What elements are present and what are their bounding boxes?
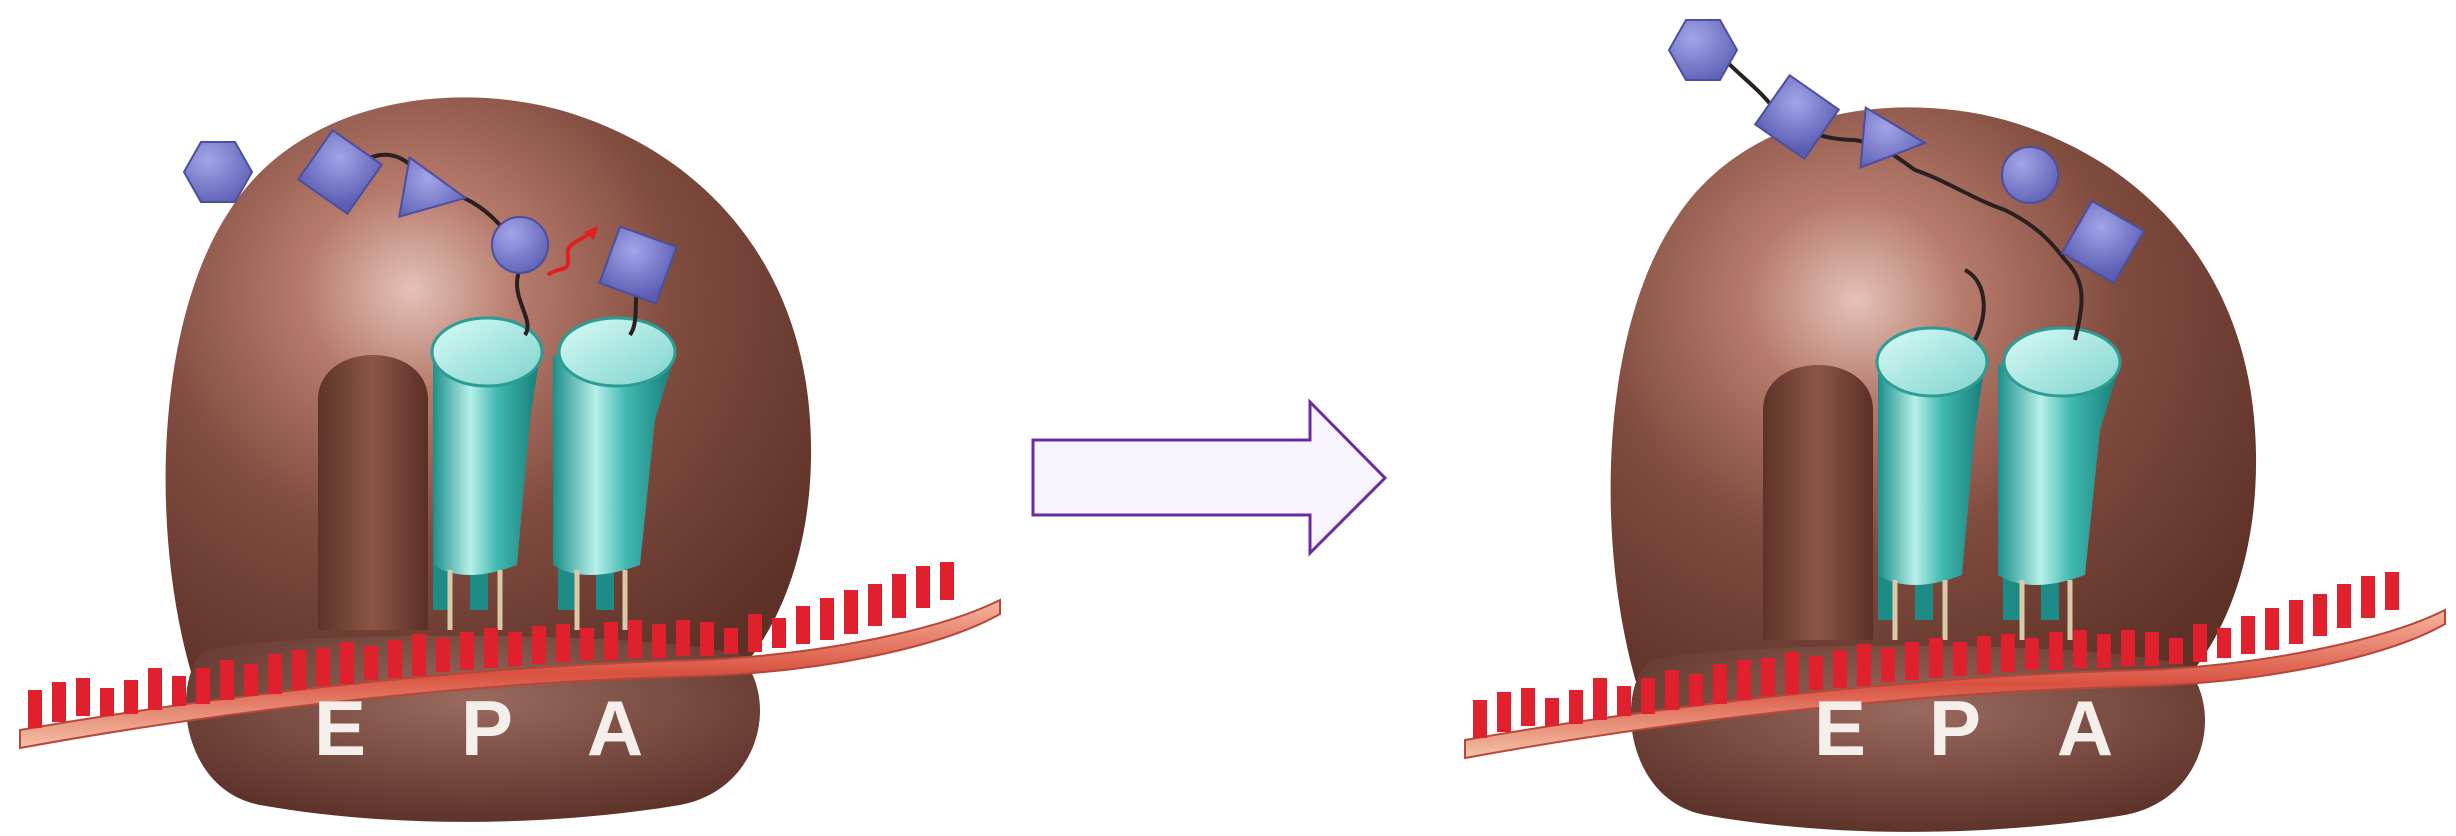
ribosome-after-panel: E P A: [1465, 20, 2445, 832]
transition-arrow: [1033, 402, 1385, 553]
site-label-p: P: [461, 684, 513, 772]
site-label-a: A: [587, 684, 643, 772]
hexagon-amino-acid-icon: [184, 142, 252, 202]
site-label-e: E: [1814, 684, 1866, 772]
circle-amino-acid-icon: [2002, 147, 2058, 203]
site-label-p: P: [1929, 684, 1981, 772]
site-label-a: A: [2057, 684, 2113, 772]
ribosome-before-panel: E P A: [20, 97, 1000, 822]
hexagon-amino-acid-icon: [1669, 20, 1737, 80]
circle-amino-acid-icon: [492, 217, 548, 273]
site-label-e: E: [314, 684, 366, 772]
